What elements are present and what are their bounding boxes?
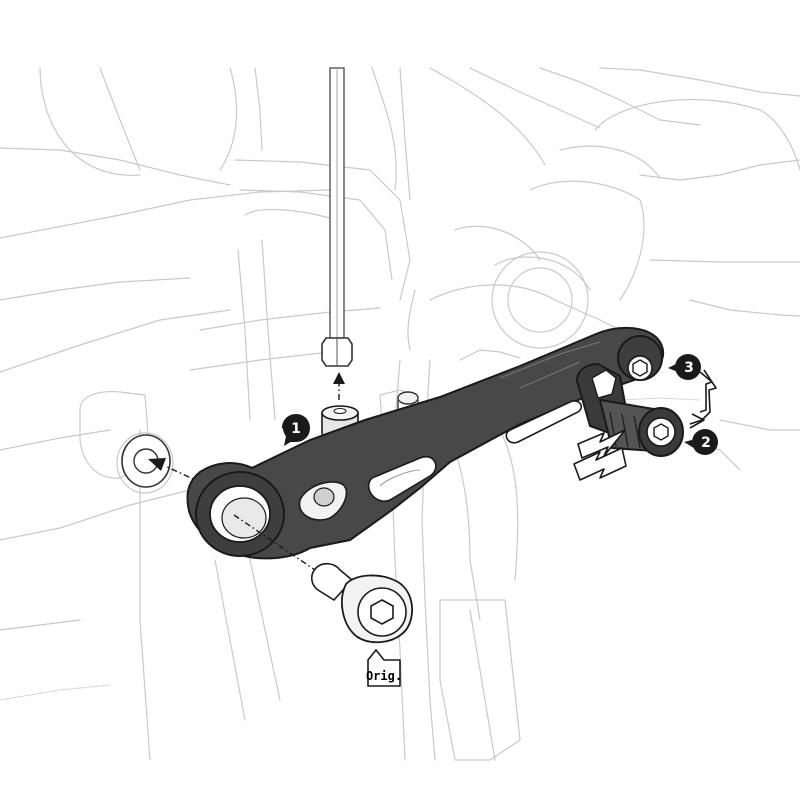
shift-rod <box>321 67 353 400</box>
pivot-bolt: Orig. <box>233 514 413 687</box>
hex-socket-icon <box>632 359 648 377</box>
shift-lever-arm <box>186 326 665 560</box>
hex-socket-icon <box>653 423 669 441</box>
callout-1: 1 <box>282 414 310 446</box>
callout-3-label: 3 <box>684 360 694 376</box>
callout-1-label: 1 <box>291 421 301 437</box>
orig-tag-label: Orig. <box>366 669 402 683</box>
callout-2-label: 2 <box>701 435 711 451</box>
arrow-outline-icon <box>573 369 717 481</box>
callout-2: 2 <box>684 429 718 455</box>
hex-socket-icon <box>370 599 394 625</box>
callout-3: 3 <box>668 354 701 380</box>
background-frame <box>0 67 800 761</box>
frame-boss <box>121 434 227 495</box>
